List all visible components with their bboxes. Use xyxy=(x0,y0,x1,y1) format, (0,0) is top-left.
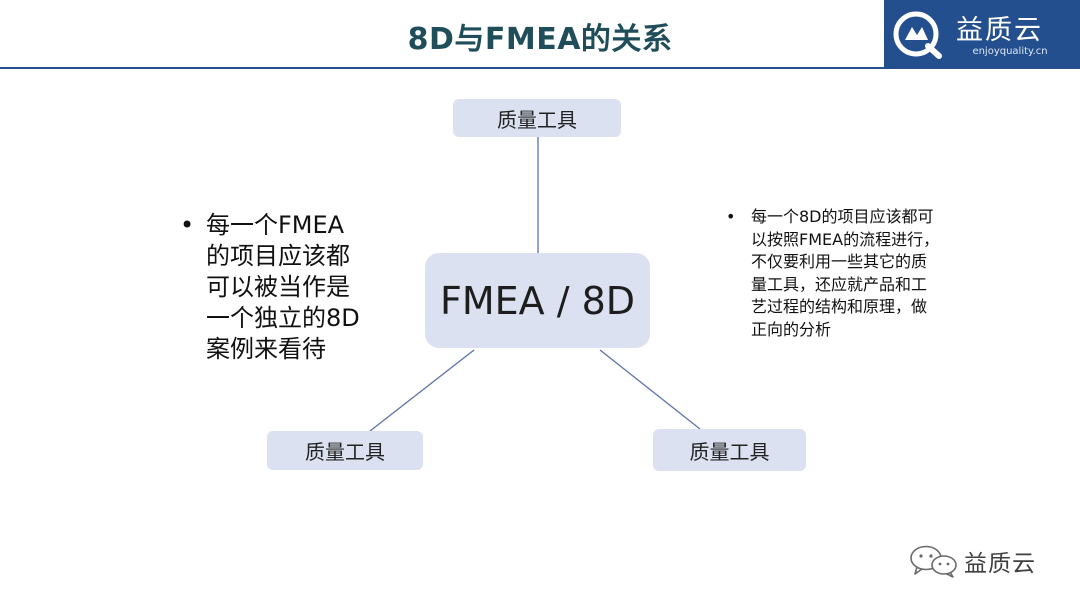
brand-logo: 益质云 enjoyquality.cn xyxy=(884,0,1080,68)
bullet-marker: • xyxy=(180,211,195,239)
watermark-text: 益质云 xyxy=(964,551,1036,577)
logo-site: enjoyquality.cn xyxy=(946,46,1074,57)
node-top: 质量工具 xyxy=(453,99,621,137)
connector-bottom-right xyxy=(599,349,701,430)
connector-bottom-left xyxy=(369,349,475,432)
left-bullet: • 每一个FMEA 的项目应该都 可以被当作是 一个独立的8D 案例来看待 xyxy=(180,210,380,365)
right-bullet: • 每一个8D的项目应该都可 以按照FMEA的流程进行， 不仅要利用一些其它的质… xyxy=(726,206,966,341)
bullet-marker: • xyxy=(726,207,736,226)
node-bottom-right: 质量工具 xyxy=(653,429,806,471)
right-bullet-text: 每一个8D的项目应该都可 以按照FMEA的流程进行， 不仅要利用一些其它的质 量… xyxy=(751,207,940,339)
node-top-label: 质量工具 xyxy=(497,107,577,132)
logo-site-text: enjoyquality.cn xyxy=(972,46,1048,57)
node-bottom-right-label: 质量工具 xyxy=(689,439,770,464)
title-divider xyxy=(0,67,1080,69)
wechat-icon xyxy=(910,545,957,578)
logo-name: 益质云 xyxy=(956,15,1043,46)
slide-title: 8D与FMEA的关系 xyxy=(407,22,673,57)
node-bottom-left: 质量工具 xyxy=(267,431,423,470)
watermark: 益质云 xyxy=(908,541,1036,581)
node-center: FMEA / 8D xyxy=(425,253,650,348)
node-center-label: FMEA / 8D xyxy=(439,278,636,323)
node-bottom-left-label: 质量工具 xyxy=(305,440,385,464)
left-bullet-text: 每一个FMEA 的项目应该都 可以被当作是 一个独立的8D 案例来看待 xyxy=(206,211,360,363)
logo-mark-icon xyxy=(893,11,942,59)
